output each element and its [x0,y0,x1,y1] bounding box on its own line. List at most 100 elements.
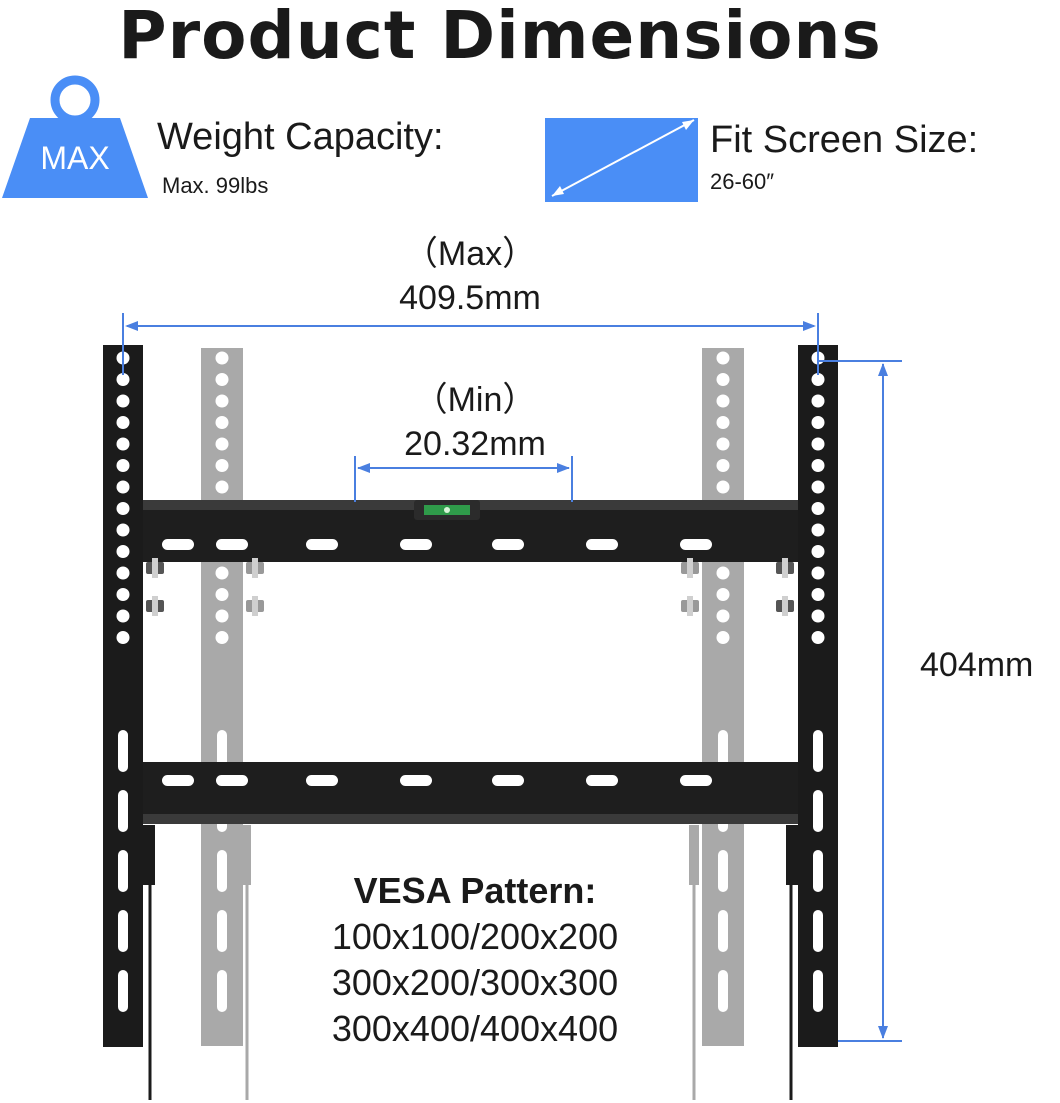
rail-hole [116,566,130,580]
bar-slot [586,775,618,786]
bar-slot [492,775,524,786]
bolt [252,596,258,616]
rail-holes [116,351,825,1012]
ghost-rail-right [689,348,744,1100]
ghost-rail-hole [217,850,227,892]
bar-slot [680,775,712,786]
ghost-rail-left [201,348,251,1100]
bar-slot [162,539,194,550]
bar-slot [162,775,194,786]
rail-hole [813,910,823,952]
bolt [687,558,693,578]
bar-slot [400,775,432,786]
rail-hole [811,480,825,494]
rail-hole [811,394,825,408]
height-value: 404mm [920,646,1034,684]
ghost-rail-hole [215,416,229,429]
ghost-rail-hole [215,631,229,644]
rail-hole [118,910,128,952]
bar-slot [216,539,248,550]
bolt [687,596,693,616]
max-width-value: 409.5mm [399,279,541,317]
ghost-rail-hole [215,459,229,472]
weight-capacity-label: Weight Capacity: [157,116,444,158]
min-width-dimension [354,456,573,502]
vesa-line: 300x200/300x300 [331,962,619,1003]
ghost-rail-hole [716,394,730,408]
ghost-rail-hole [716,631,730,644]
bolt [252,558,258,578]
ghost-rail-hole [716,566,730,580]
ghost-rail-hole [217,970,227,1012]
min-width-value: 20.32mm [404,425,546,463]
rail-hole [116,437,130,451]
bolt [152,558,158,578]
rail-hole [813,970,823,1012]
ghost-rail-hole [716,459,730,472]
rail-hole [811,373,825,386]
rail-hole [116,609,130,623]
max-width-label: （Max） [403,235,537,273]
bar-slot [680,539,712,550]
rail-hole [118,970,128,1012]
ghost-rail-hole [215,566,229,580]
bar-slot [306,775,338,786]
ghost-rail-hole [716,588,730,601]
bottom-bar [143,762,798,824]
weight-badge: MAX [40,140,110,176]
rail-hole [118,730,128,772]
rail-hole [813,790,823,832]
ghost-rail-hole [215,351,229,365]
ghost-rail-hole [215,588,229,601]
ghost-rail-hole [718,850,728,892]
rail-hole [116,523,130,537]
rail-hole [116,480,130,494]
ghost-rail-hole [718,970,728,1012]
ghost-rail-hole [716,437,730,451]
weight-capacity-value: Max. 99lbs [162,173,269,198]
ghost-rail-hole [716,480,730,494]
rail-hole [116,502,130,515]
rail-hole [116,588,130,601]
screen-size-value: 26-60″ [710,169,775,194]
bar-slot [586,539,618,550]
height-dimension [818,360,902,1042]
vesa-line: 100x100/200x200 [331,916,619,957]
vesa-heading: VESA Pattern: [353,870,597,911]
vesa-pattern: VESA Pattern: 100x100/200x200 300x200/30… [270,868,680,1052]
vesa-line: 300x400/400x400 [331,1008,619,1049]
rail-right [786,345,838,1100]
bar-slot [306,539,338,550]
ghost-rail-hole [716,609,730,623]
rail-hole [811,545,825,558]
max-width-dimension [122,313,819,375]
ghost-rail-hole [716,416,730,429]
rail-hole [811,502,825,515]
bolt [782,596,788,616]
ghost-rail-hole [217,730,227,772]
rail-hole [116,373,130,386]
bar-slots [162,539,712,786]
mount-bolts [146,558,794,616]
rail-hole [811,523,825,537]
bar-slot [400,539,432,550]
bolt [152,596,158,616]
ghost-rail-hole [716,373,730,386]
bar-slot [492,539,524,550]
rail-hole [813,850,823,892]
page-title: Product Dimensions [118,0,882,74]
screen-size-label: Fit Screen Size: [710,119,979,161]
bolt [782,558,788,578]
ghost-rail-hole [215,394,229,408]
rail-hole [116,459,130,472]
rail-hole [811,566,825,580]
ghost-rail-hole [217,910,227,952]
rail-hole [116,416,130,429]
rail-hole [118,850,128,892]
min-width-label: （Min） [413,381,537,419]
bar-slot [216,775,248,786]
rail-hole [811,588,825,601]
rail-hole [811,416,825,429]
rail-hole [116,394,130,408]
